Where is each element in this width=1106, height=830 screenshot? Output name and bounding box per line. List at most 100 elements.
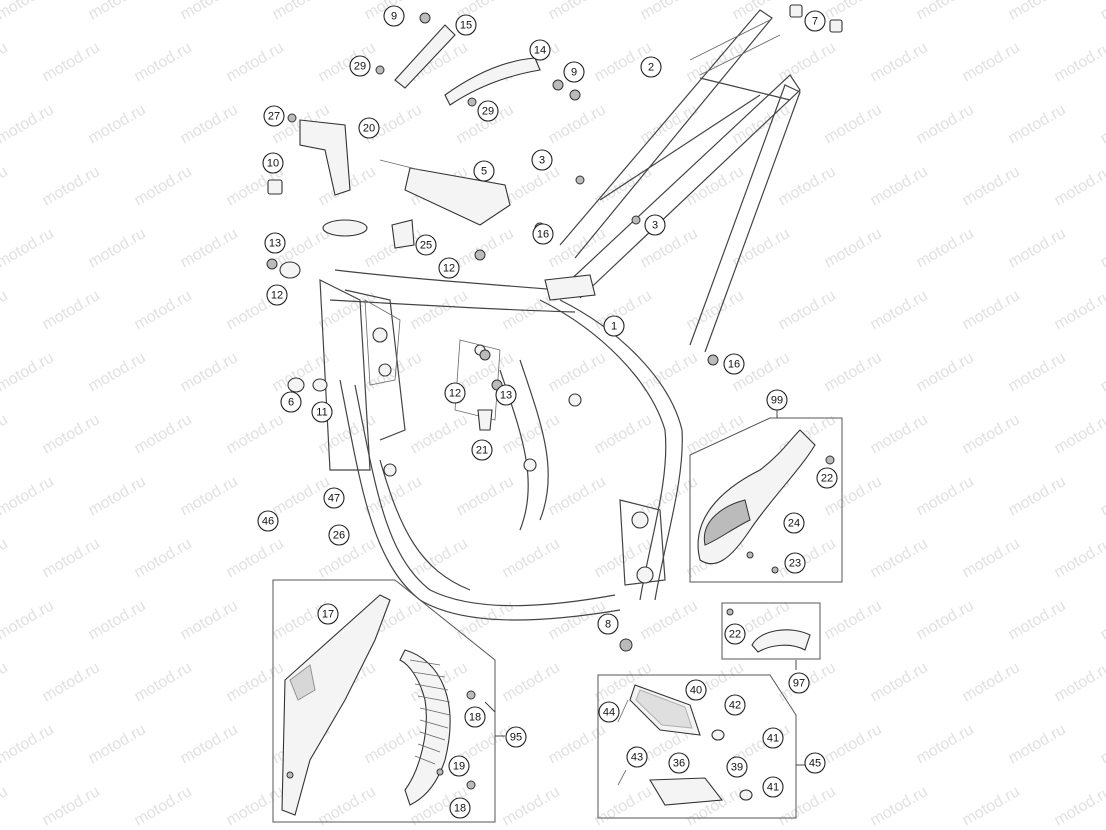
callout-9: 9	[383, 5, 405, 27]
callout-circle	[473, 160, 495, 182]
callout-3: 3	[644, 214, 666, 236]
watermark-text: motod.ru	[1052, 287, 1106, 333]
watermark-text: motod.ru	[0, 659, 11, 705]
callout-1: 1	[603, 315, 625, 337]
watermark-text: motod.ru	[178, 225, 241, 271]
watermark-text: motod.ru	[684, 411, 747, 457]
callout-number: 12	[271, 290, 283, 302]
callout-number: 2	[648, 62, 654, 74]
watermark-text: motod.ru	[638, 0, 701, 23]
watermark-text: motod.ru	[1098, 721, 1106, 767]
callout-41: 41	[762, 776, 784, 798]
watermark-text: motod.ru	[1098, 101, 1106, 147]
callout-circle	[323, 487, 345, 509]
callout-number: 6	[288, 397, 294, 409]
callout-39: 39	[726, 756, 748, 778]
callout-circle	[262, 152, 284, 174]
callout-43: 43	[626, 746, 648, 768]
callout-number: 18	[469, 712, 481, 724]
watermark-text: motod.ru	[546, 721, 609, 767]
callout-circle	[668, 752, 690, 774]
watermark-text: motod.ru	[0, 39, 11, 85]
watermark-text: motod.ru	[86, 597, 149, 643]
box-45	[597, 674, 797, 819]
callout-circle	[804, 10, 826, 32]
watermark-text: motod.ru	[224, 535, 287, 581]
callout-circle	[723, 353, 745, 375]
callout-circle	[766, 389, 788, 411]
callout-number: 22	[729, 629, 741, 641]
callout-number: 26	[333, 530, 345, 542]
callout-number: 95	[510, 732, 522, 744]
callout-10: 10	[262, 152, 284, 174]
watermark-text: motod.ru	[914, 101, 977, 147]
callout-number: 41	[767, 733, 779, 745]
callout-circle	[505, 726, 527, 748]
callout-number: 25	[420, 240, 432, 252]
watermark-text: motod.ru	[960, 39, 1023, 85]
callout-number: 18	[454, 803, 466, 815]
watermark-text: motod.ru	[362, 473, 425, 519]
watermark-text: motod.ru	[546, 473, 609, 519]
watermark-text: motod.ru	[224, 783, 287, 829]
watermark-text: motod.ru	[224, 659, 287, 705]
watermark-text: motod.ru	[638, 225, 701, 271]
callout-29: 29	[477, 100, 499, 122]
callout-circle	[598, 701, 620, 723]
watermark-text: motod.ru	[960, 659, 1023, 705]
watermark-text: motod.ru	[638, 597, 701, 643]
callout-number: 24	[788, 518, 800, 530]
callout-circle	[724, 623, 746, 645]
callout-number: 46	[262, 516, 274, 528]
watermark-text: motod.ru	[684, 287, 747, 333]
watermark-text: motod.ru	[86, 0, 149, 23]
watermark-text: motod.ru	[86, 349, 149, 395]
watermark-text: motod.ru	[40, 783, 103, 829]
callout-circle	[444, 382, 466, 404]
watermark-text: motod.ru	[1052, 411, 1106, 457]
callout-circle	[563, 61, 585, 83]
callout-number: 19	[453, 761, 465, 773]
callout-circle	[804, 752, 826, 774]
watermark-text: motod.ru	[408, 287, 471, 333]
watermark-text: motod.ru	[1052, 39, 1106, 85]
callout-46: 46	[257, 510, 279, 532]
watermark-text: motod.ru	[960, 163, 1023, 209]
callout-number: 45	[809, 758, 821, 770]
callout-16: 16	[723, 353, 745, 375]
watermark-text: motod.ru	[408, 535, 471, 581]
callout-number: 12	[449, 388, 461, 400]
callout-circle	[685, 679, 707, 701]
leader-lines	[484, 408, 806, 766]
callout-7: 7	[804, 10, 826, 32]
watermark-text: motod.ru	[546, 0, 609, 23]
watermark-text: motod.ru	[362, 721, 425, 767]
callout-number: 27	[268, 111, 280, 123]
watermark-text: motod.ru	[0, 473, 57, 519]
callout-circle	[471, 439, 493, 461]
watermark-text: motod.ru	[0, 411, 11, 457]
callout-number: 22	[821, 473, 833, 485]
box-95	[272, 579, 496, 823]
callout-22: 22	[724, 623, 746, 645]
watermark-text: motod.ru	[178, 597, 241, 643]
watermark-text: motod.ru	[0, 349, 57, 395]
watermark-text: motod.ru	[178, 473, 241, 519]
watermark-text: motod.ru	[1098, 225, 1106, 271]
watermark-text: motod.ru	[1098, 473, 1106, 519]
watermark-text: motod.ru	[868, 535, 931, 581]
watermark-text: motod.ru	[868, 783, 931, 829]
watermark-text: motod.ru	[86, 721, 149, 767]
watermark-text: motod.ru	[0, 163, 11, 209]
callout-42: 42	[724, 694, 746, 716]
callout-circle	[438, 257, 460, 279]
watermark-text: motod.ru	[0, 287, 11, 333]
callout-45: 45	[804, 752, 826, 774]
callout-number: 11	[316, 407, 327, 419]
callout-circle	[280, 391, 302, 413]
callout-number: 29	[482, 106, 494, 118]
callout-12: 12	[266, 284, 288, 306]
watermark-text: motod.ru	[776, 535, 839, 581]
watermark-text: motod.ru	[960, 535, 1023, 581]
